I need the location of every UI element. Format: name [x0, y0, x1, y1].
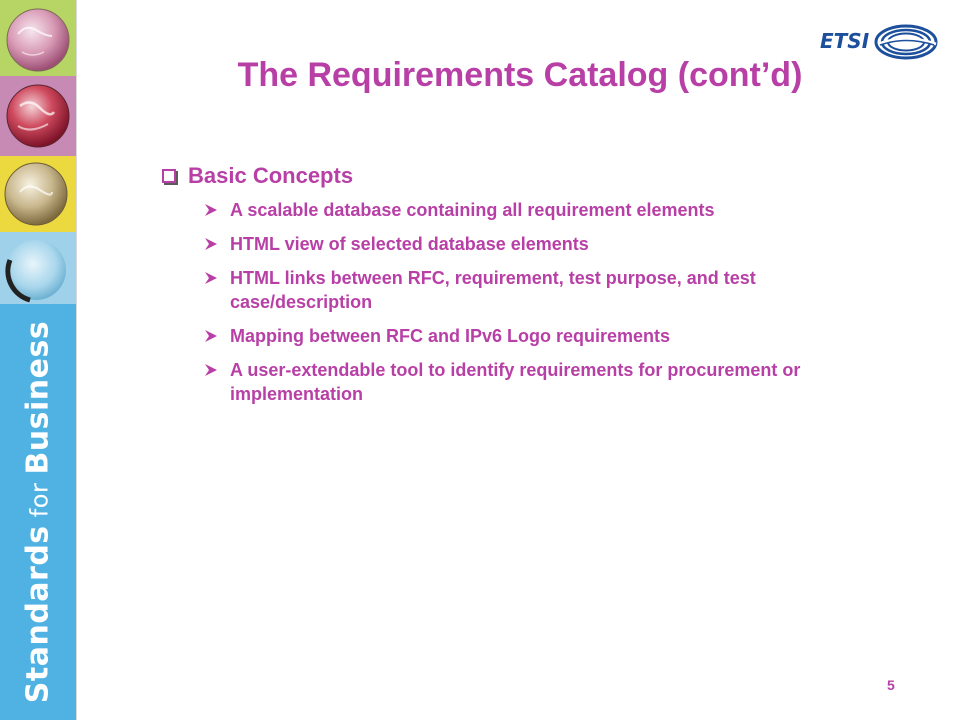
arrow-bullet-icon: [205, 238, 217, 250]
slide-title: The Requirements Catalog (cont’d): [237, 56, 803, 94]
slide-content: Basic Concepts A scalable database conta…: [160, 160, 880, 416]
brand-word-standards: Standards: [20, 525, 56, 704]
concept-bullet-list: A scalable database containing all requi…: [160, 198, 880, 406]
bullet-text: A user-extendable tool to identify requi…: [230, 360, 801, 404]
basic-concepts-heading: Basic Concepts: [160, 160, 880, 192]
sidebar-edge: [76, 0, 77, 720]
marble-sphere-icon: [6, 8, 70, 72]
arrow-bullet-icon: [205, 272, 217, 284]
brand-word-business: Business: [20, 320, 56, 475]
heading-text: Basic Concepts: [188, 163, 354, 188]
list-item: A scalable database containing all requi…: [160, 198, 880, 222]
blue-sphere-tile: [0, 232, 76, 304]
brand-panel: [0, 304, 76, 720]
arrow-bullet-icon: [205, 204, 217, 216]
arrow-bullet-icon: [205, 330, 217, 342]
bullet-text: A scalable database containing all requi…: [230, 200, 715, 220]
blue-sphere-icon: [5, 240, 66, 303]
etsi-logo-icon: ETSI: [820, 24, 938, 60]
arrow-bullet-icon: [205, 364, 217, 376]
list-item: Mapping between RFC and IPv6 Logo requir…: [160, 324, 880, 348]
page-number: 5: [887, 677, 895, 693]
checkbox-bullet-icon: [162, 169, 176, 183]
list-item: A user-extendable tool to identify requi…: [160, 358, 880, 406]
brand-word-for: for: [25, 474, 54, 526]
pink-marble-tile: [0, 0, 76, 76]
red-sphere-icon: [6, 84, 70, 148]
bullet-text: HTML links between RFC, requirement, tes…: [230, 268, 756, 312]
list-item: HTML view of selected database elements: [160, 232, 880, 256]
bullet-text: HTML view of selected database elements: [230, 234, 589, 254]
etsi-logo: ETSI: [818, 18, 942, 66]
red-marble-tile: [0, 76, 76, 156]
gold-sphere-icon: [4, 162, 68, 226]
list-item: HTML links between RFC, requirement, tes…: [160, 266, 880, 314]
bullet-text: Mapping between RFC and IPv6 Logo requir…: [230, 326, 671, 346]
decorative-sidebar: Standards for Business: [0, 0, 76, 720]
standards-for-business-text: Standards for Business: [21, 321, 56, 703]
etsi-logo-text: ETSI: [820, 29, 870, 53]
gold-marble-tile: [0, 156, 76, 232]
